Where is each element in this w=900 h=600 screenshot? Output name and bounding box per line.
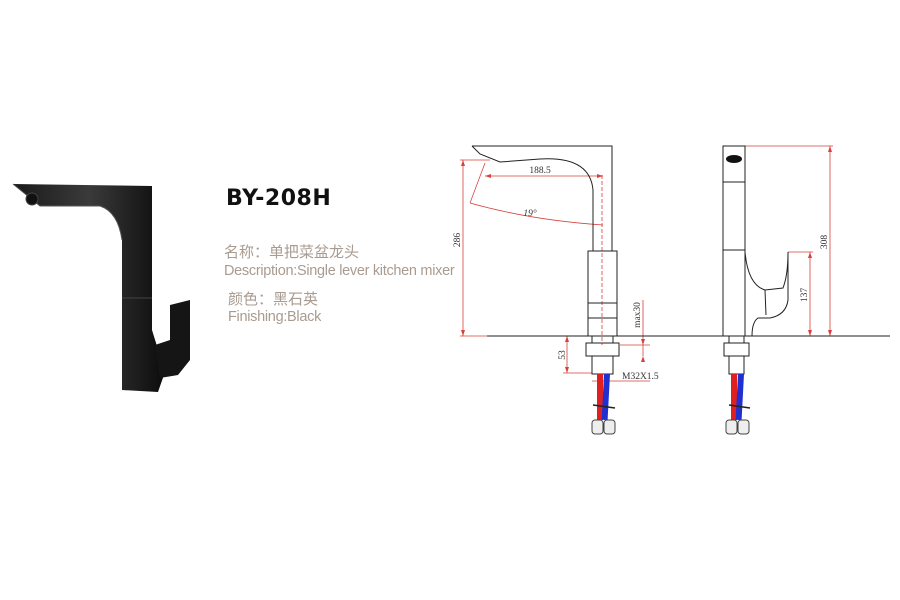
dim-label-286: 286 bbox=[453, 233, 463, 248]
front-view bbox=[471, 145, 620, 375]
product-description: Description:Single lever kitchen mixer bbox=[224, 263, 455, 279]
product-color-cn: 颜色：黑石英 bbox=[228, 290, 319, 308]
product-finishing: Finishing:Black bbox=[228, 309, 322, 325]
side-view bbox=[722, 145, 789, 375]
dim-label-308: 308 bbox=[820, 235, 830, 250]
model-number: BY-208H bbox=[226, 186, 332, 211]
dim-label-thread: M32X1.5 bbox=[622, 372, 659, 382]
dim-label-angle: 19° bbox=[523, 208, 537, 219]
dim-arc-19 bbox=[469, 202, 604, 226]
faucet-product-photo bbox=[12, 183, 190, 392]
dim-label-53: 53 bbox=[558, 350, 568, 360]
dim-label-reach: 188.5 bbox=[529, 166, 551, 176]
aerator-icon bbox=[726, 155, 742, 163]
dim-label-max30: max30 bbox=[633, 302, 643, 328]
dim-label-137: 137 bbox=[800, 288, 810, 303]
product-name-cn: 名称：单把菜盆龙头 bbox=[224, 243, 360, 261]
